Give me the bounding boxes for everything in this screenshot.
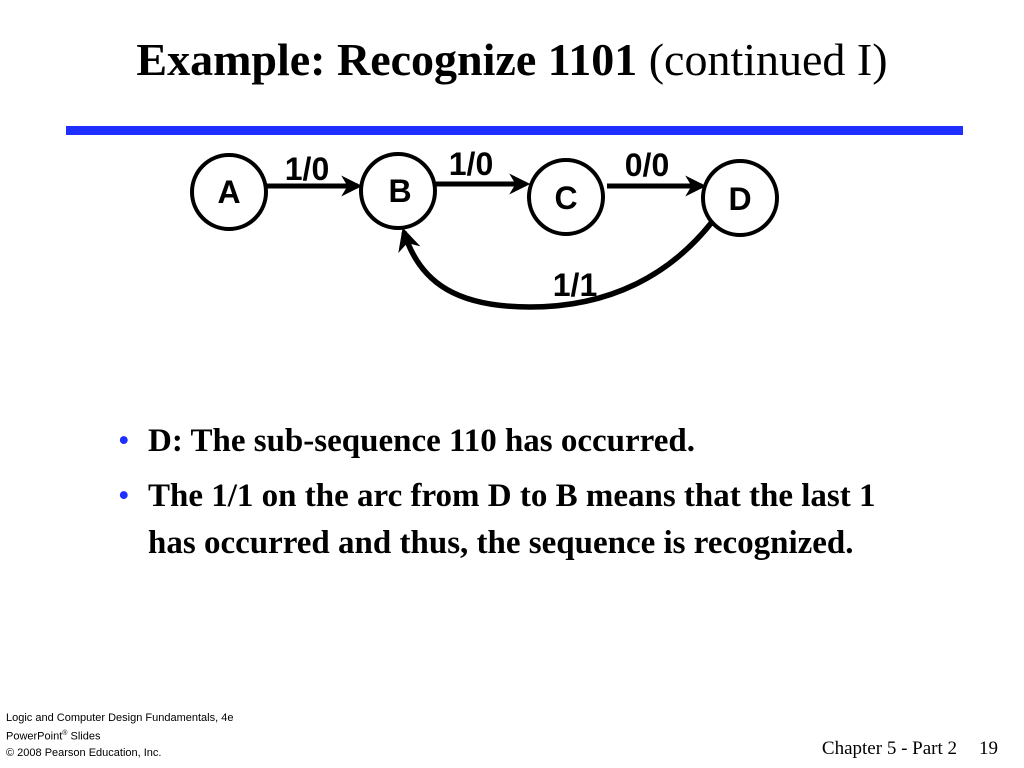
arc-c-to-d-label: 0/0 <box>625 147 669 183</box>
state-b-label: B <box>388 173 411 209</box>
state-a: A <box>190 153 268 231</box>
state-d: D <box>701 159 779 237</box>
bullet-text: D: The sub-sequence 110 has occurred. <box>148 423 695 459</box>
bullet-list: • D: The sub-sequence 110 has occurred. … <box>118 418 918 575</box>
credits-slides-line: PowerPoint® Slides <box>6 726 233 745</box>
state-a-label: A <box>217 174 240 210</box>
arc-a-to-b-label: 1/0 <box>285 151 329 187</box>
state-b: B <box>359 152 437 230</box>
footer-page-number: 19 <box>979 738 998 759</box>
slide-title: Example: Recognize 1101 (continued I) <box>0 30 1024 90</box>
registered-mark: ® <box>62 730 68 737</box>
bullet-text: The 1/1 on the arc from D to B means tha… <box>148 478 876 561</box>
arc-d-to-b-label: 1/1 <box>553 267 597 303</box>
arc-d-to-b <box>398 220 715 310</box>
credits-copyright: © 2008 Pearson Education, Inc. <box>6 746 162 759</box>
title-main: Example: Recognize 1101 <box>136 34 638 85</box>
credits-slides: Slides <box>67 730 101 743</box>
bullet-marker: • <box>118 478 130 514</box>
bullet-marker: • <box>118 423 130 459</box>
arc-b-to-c-label: 1/0 <box>449 146 493 182</box>
state-c: C <box>527 158 605 236</box>
publisher-credits: Logic and Computer Design Fundamentals, … <box>6 710 233 761</box>
bullet-item: • D: The sub-sequence 110 has occurred. <box>118 418 918 465</box>
title-divider <box>66 126 963 135</box>
state-d-label: D <box>728 181 751 217</box>
credits-powerpoint: PowerPoint <box>6 730 63 743</box>
credits-book-title: Logic and Computer Design Fundamentals, … <box>6 712 234 724</box>
state-diagram: A B C D 1/0 1/0 0/0 1/1 <box>190 146 779 310</box>
bullet-item: • The 1/1 on the arc from D to B means t… <box>118 473 918 567</box>
title-suffix: (continued I) <box>648 34 888 85</box>
footer-chapter: Chapter 5 - Part 2 <box>821 738 957 759</box>
state-c-label: C <box>554 180 577 216</box>
slide-footer: Chapter 5 - Part 2 19 <box>822 738 998 760</box>
